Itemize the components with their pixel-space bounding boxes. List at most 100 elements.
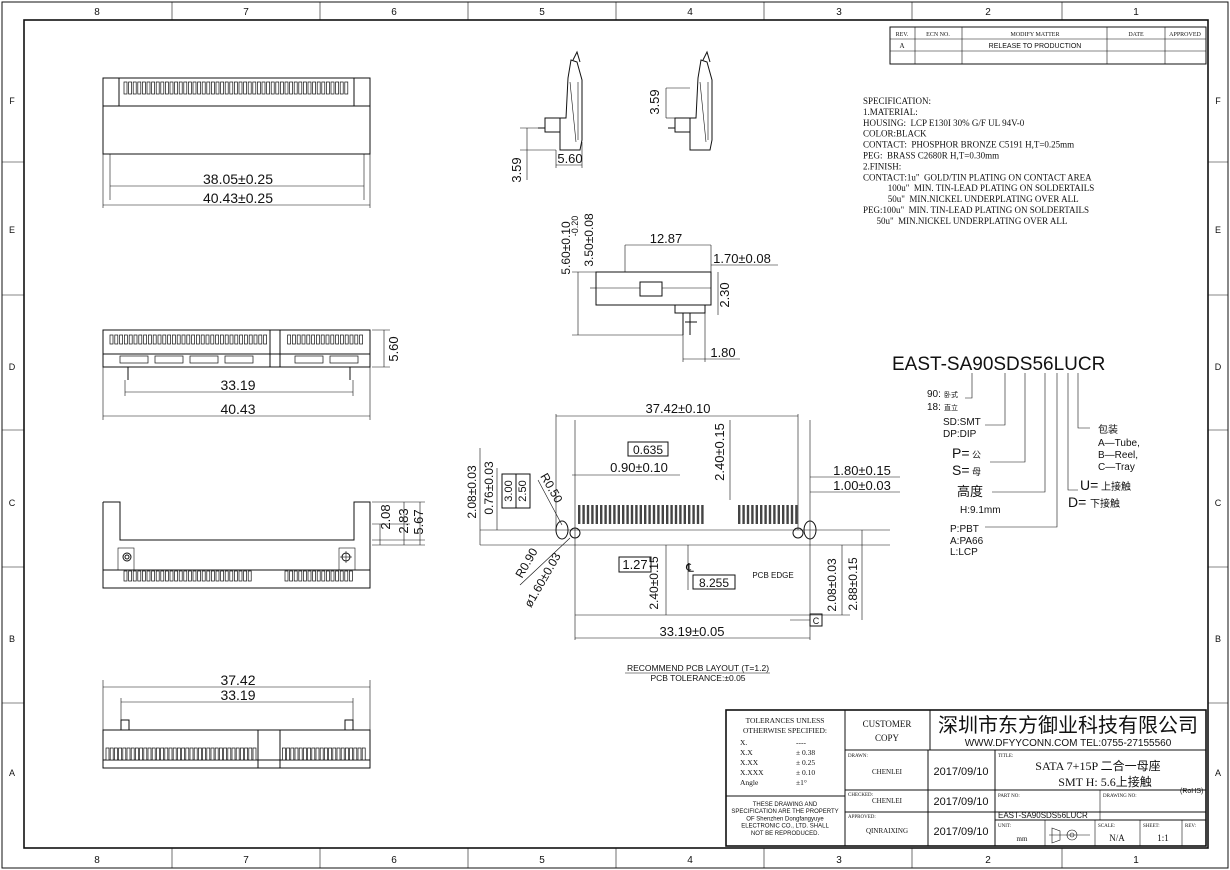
top-view: 38.05±0.25 40.43±0.25 (102, 77, 371, 208)
title-block: TOLERANCES UNLESS OTHERWISE SPECIFIED: X… (725, 709, 1207, 847)
property-notice-line: OF Shenzhen Dongfangyuye (746, 816, 824, 822)
pin (157, 334, 162, 345)
pcb-pad (755, 505, 758, 524)
pin (349, 334, 354, 345)
zone-col-bottom: 3 (836, 855, 842, 866)
rev-header-date: DATE (1128, 32, 1144, 38)
rev-header-rev: REV. (896, 32, 909, 38)
pin (155, 570, 160, 582)
pcb-pad (674, 505, 678, 524)
pin (224, 334, 229, 345)
pin (289, 81, 293, 95)
zone-row-right: F (1215, 96, 1221, 106)
pin (243, 81, 247, 95)
approved-label: APPROVED: (848, 815, 876, 820)
zone-col-bottom: 6 (391, 855, 397, 866)
pin (312, 570, 316, 582)
property-notice-line: SPECIFICATION ARE THE PROPERTY (731, 809, 838, 815)
dim-side-b-h: 3.59 (647, 89, 662, 114)
property-notice-line: THESE DRAWING AND (753, 802, 818, 808)
pin (227, 747, 232, 761)
pin (325, 334, 330, 345)
pin (172, 747, 177, 761)
pcb-layout: 37.42±0.10 0.635 0.90±0.10 2.40±0.15 1.8… (465, 401, 900, 683)
zone-row-right: A (1215, 768, 1221, 778)
pin (238, 81, 243, 95)
pcb-side-view: 12.87 1.70±0.08 2.30 1.80 5.60±0.10 -0.2… (559, 213, 778, 362)
code-label-18-sub: 直立 (944, 403, 958, 412)
pin (142, 570, 146, 582)
pin (220, 334, 224, 345)
pin (266, 81, 270, 95)
pcb-pad (586, 505, 590, 524)
pin (244, 747, 248, 761)
pin (109, 747, 114, 761)
pin (239, 334, 243, 345)
pin (340, 747, 345, 761)
pin (298, 747, 303, 761)
pin (292, 334, 296, 345)
pin (234, 334, 239, 345)
pin (214, 747, 219, 761)
pin (174, 570, 178, 582)
pin (335, 81, 339, 95)
pin (200, 334, 205, 345)
pcb-pad (782, 505, 785, 524)
pin (137, 81, 142, 95)
specification-block: SPECIFICATION:1.MATERIAL:HOUSING: LCP E1… (863, 96, 1094, 226)
pin (188, 570, 192, 582)
pin (206, 570, 211, 582)
pin (303, 747, 307, 761)
pcb-pad (760, 505, 763, 524)
pin (142, 81, 146, 95)
pin (128, 570, 132, 582)
pin (330, 81, 335, 95)
drawn-date: 2017/09/10 (933, 766, 988, 778)
dim-pcb-side-1: 12.87 (650, 231, 683, 246)
scale-label: SCALE: (1098, 824, 1115, 829)
partno-label: PART NO: (998, 794, 1020, 799)
spec-line: 50u" MIN.NICKEL UNDERPLATING OVER ALL (863, 216, 1067, 226)
pin (147, 747, 152, 761)
spec-line: COLOR:BLACK (863, 129, 927, 139)
pin (235, 747, 240, 761)
pin (151, 570, 155, 582)
code-label-90-sub: 卧式 (944, 390, 958, 399)
tol-row-value: ± 0.10 (796, 768, 815, 777)
pcb-pad (751, 505, 754, 524)
pin (311, 747, 316, 761)
dim-lay-208a: 2.08±0.03 (465, 465, 479, 519)
pcb-pad (604, 505, 607, 524)
pin (252, 81, 257, 95)
pin (138, 334, 143, 345)
pcb-pad (777, 505, 780, 524)
pin (155, 81, 160, 95)
pin (196, 334, 200, 345)
tol-row-label: Angle (740, 778, 759, 787)
pin (243, 570, 247, 582)
pcb-pad (639, 505, 642, 524)
spec-line: 100u" MIN. TIN-LEAD PLATING ON SOLDERTAI… (863, 183, 1094, 193)
pin (160, 570, 165, 582)
pin (298, 570, 303, 582)
pin (220, 81, 224, 95)
pin (280, 81, 284, 95)
pin (340, 334, 344, 345)
pin (211, 570, 215, 582)
pin (253, 334, 258, 345)
tol-row-label: X.X (740, 748, 753, 757)
dim-lay-8255: 8.255 (699, 576, 729, 590)
pin (143, 747, 148, 761)
unit-label: UNIT: (998, 824, 1011, 829)
pin (198, 747, 202, 761)
zone-row-right: D (1215, 362, 1222, 372)
pin (109, 334, 114, 345)
approved-date: 2017/09/10 (933, 826, 988, 838)
dim-lay-250: 2.50 (517, 480, 529, 501)
dim-lay-3319: 33.19±0.05 (660, 624, 725, 639)
dim-top-inner: 38.05±0.25 (203, 171, 273, 187)
bottom-view: 37.42 33.19 (102, 672, 371, 769)
zone-row-left: D (9, 362, 16, 372)
sheet-label: SHEET: (1143, 824, 1160, 829)
pin (148, 334, 152, 345)
